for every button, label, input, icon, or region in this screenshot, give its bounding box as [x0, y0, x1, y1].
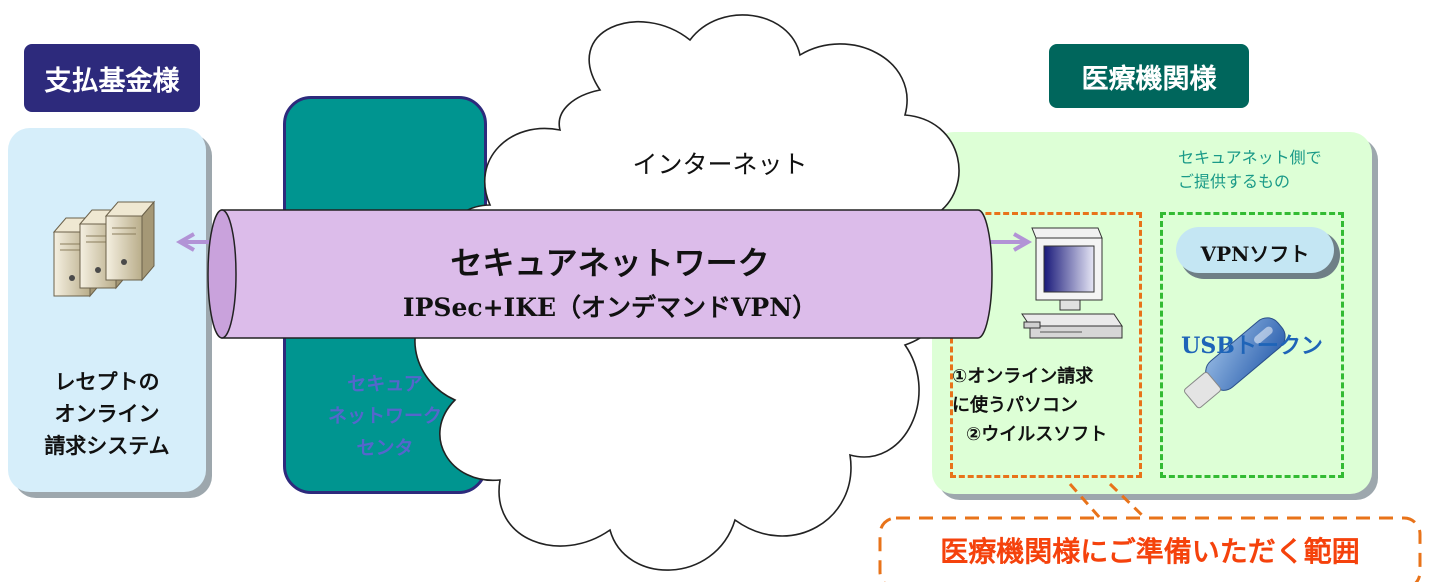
preparation-scope-callout: [878, 482, 1422, 582]
provided-by-secure-net-text: セキュアネット側で ご提供するもの: [1178, 146, 1358, 194]
pc-line-3: ②ウイルスソフト: [966, 424, 1108, 445]
pc-scope-dashed-box: [950, 212, 1142, 478]
vpn-software-label: VPNソフト: [1200, 242, 1310, 266]
payment-fund-panel-face: [8, 128, 206, 492]
receipt-system-text: レセプトの オンライン 請求システム: [8, 366, 206, 462]
receipt-system-line-1: レセプトの: [54, 370, 160, 394]
internet-label: インターネット: [632, 150, 808, 179]
desktop-computer-icon: [1021, 227, 1123, 339]
callout-text: 医療機関様にご準備いただく範囲: [940, 535, 1360, 568]
vpn-software-pill: [1176, 227, 1340, 279]
usb-token-icon: [1184, 317, 1286, 409]
secure-network-center-text: セキュア ネットワーク センタ: [283, 368, 487, 464]
center-line-2: ネットワーク: [327, 405, 442, 427]
provided-line-2: ご提供するもの: [1178, 172, 1291, 191]
server-icon: [52, 200, 156, 298]
center-line-3: センタ: [356, 437, 414, 459]
medical-institution-panel-face: [932, 132, 1372, 494]
tube-title: セキュアネットワーク: [450, 244, 770, 282]
tube-subtitle: IPSec+IKE（オンデマンドVPN）: [402, 293, 818, 322]
receipt-system-line-3: 請求システム: [44, 434, 170, 458]
pc-line-1: ①オンライン請求: [952, 366, 1094, 387]
left-arrow: [175, 232, 212, 252]
payment-fund-label: 支払基金様: [24, 44, 200, 112]
secure-network-tube: [207, 209, 993, 339]
receipt-system-line-2: オンライン: [54, 402, 160, 426]
center-line-1: セキュア: [347, 373, 423, 395]
right-arrow: [990, 232, 1033, 252]
provided-scope-dashed-box: [1160, 212, 1344, 478]
medical-institution-label: 医療機関様: [1049, 44, 1249, 108]
provided-line-1: セキュアネット側で: [1178, 148, 1322, 167]
pc-line-2: に使うパソコン: [952, 395, 1078, 416]
usb-token-label: USBトークン: [1181, 333, 1323, 359]
pc-requirements-text: ①オンライン請求 に使うパソコン ②ウイルスソフト: [952, 362, 1142, 449]
